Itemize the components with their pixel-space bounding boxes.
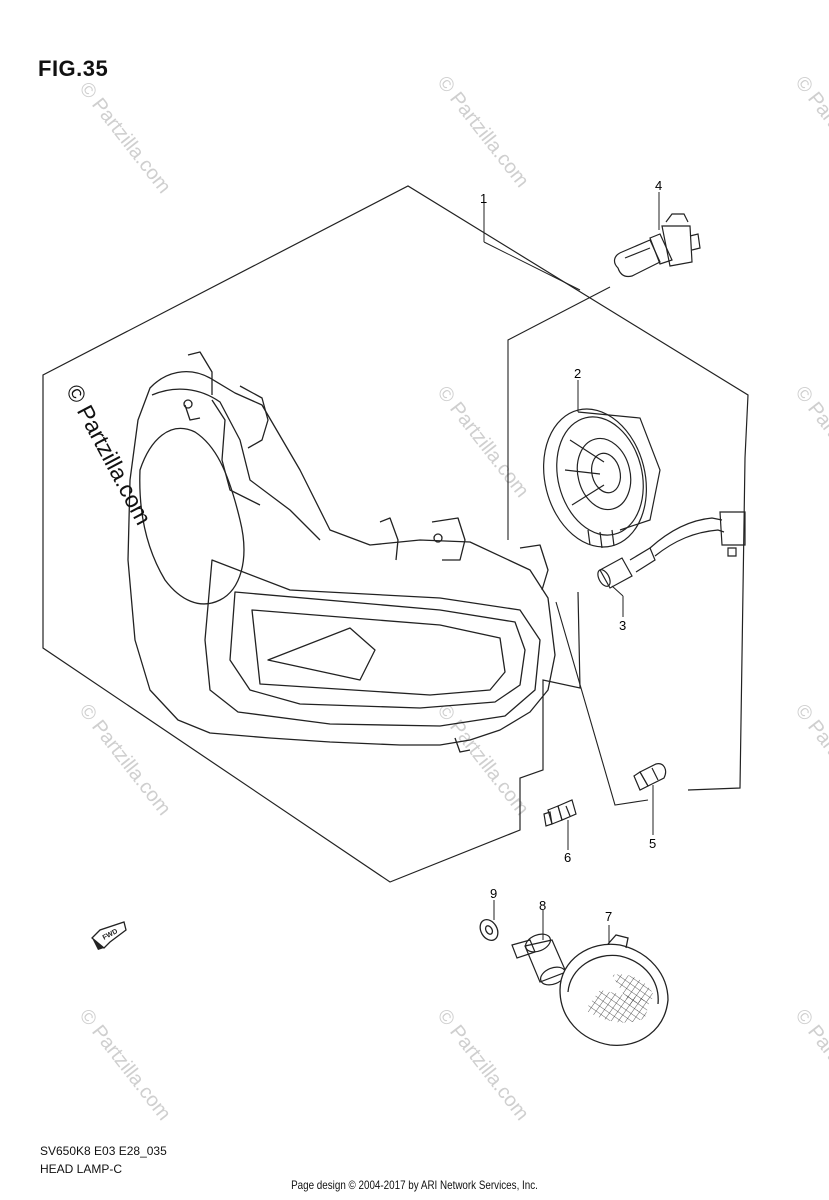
- headlamp-bulb: [613, 213, 701, 278]
- page-credit: Page design © 2004-2017 by ARI Network S…: [291, 1178, 538, 1192]
- subassembly-outline: [507, 286, 611, 540]
- callout-3: 3: [619, 618, 626, 633]
- lamp-socket-harness: [597, 511, 746, 589]
- callout-8: 8: [539, 898, 546, 913]
- leader-lines: [483, 192, 660, 945]
- assembly-outline: [42, 185, 749, 883]
- washer: [479, 919, 499, 941]
- figure-title: FIG.35: [38, 56, 109, 81]
- callout-2: 2: [574, 366, 581, 381]
- callout-6: 6: [564, 850, 571, 865]
- spacer-bolt: [511, 933, 567, 986]
- callout-5: 5: [649, 836, 656, 851]
- subassembly-outline: [555, 601, 649, 806]
- callout-7: 7: [605, 909, 612, 924]
- position-bulb: [633, 763, 667, 791]
- callout-1: 1: [480, 191, 487, 206]
- dust-cover: [543, 408, 661, 549]
- callout-4: 4: [655, 178, 662, 193]
- reflector-lens: [559, 934, 669, 1046]
- mounting-screw: [543, 799, 577, 827]
- model-code: SV650K8 E03 E28_035: [40, 1144, 167, 1158]
- callout-9: 9: [490, 886, 497, 901]
- headlight-housing: [127, 351, 556, 753]
- section-name: HEAD LAMP-C: [40, 1162, 123, 1176]
- fwd-arrow-icon: FWD: [91, 921, 127, 950]
